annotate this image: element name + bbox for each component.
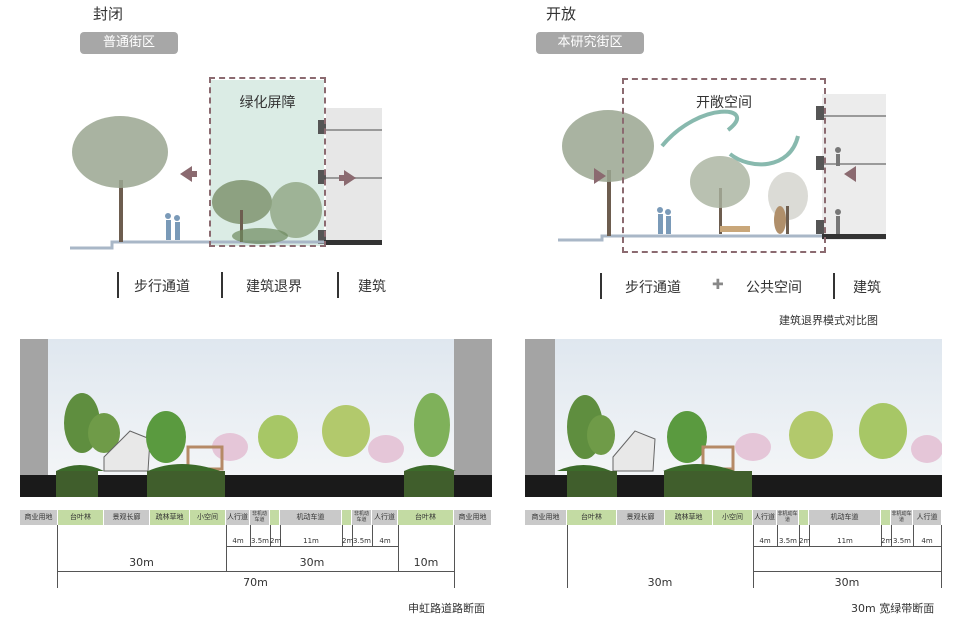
open-illustration bbox=[558, 94, 886, 242]
closed-illustration bbox=[70, 80, 382, 250]
right-arrow-icon bbox=[344, 170, 356, 186]
segment-setback: 建筑退界 bbox=[246, 279, 302, 295]
left-arrow-icon bbox=[844, 166, 856, 182]
study-block-chip: 本研究街区 bbox=[536, 32, 644, 54]
plus-icon: ✚ bbox=[712, 277, 724, 293]
comparison-caption: 建筑退界模式对比图 bbox=[779, 314, 878, 327]
segment-building: 建筑 bbox=[853, 280, 881, 296]
swoosh-lower bbox=[728, 135, 800, 167]
green-barrier-zone bbox=[209, 77, 326, 247]
dim-30m-a: 30m bbox=[129, 556, 154, 569]
ground-line bbox=[70, 240, 324, 250]
left-arrow-icon bbox=[180, 166, 192, 182]
closed-heading: 封闭 bbox=[93, 5, 124, 23]
open-space-label: 开敞空间 bbox=[696, 95, 752, 111]
dim-30m-a: 30m bbox=[647, 576, 673, 589]
right-zone-strip: 商业用地 台叶林 景观长廊 疏林草地 小空间 人行道 非机动车道 机动车道 非机… bbox=[525, 510, 942, 525]
left-zone-strip: 商业用地 台叶林 景观长廊 疏林草地 小空间 人行道 非机动车道 机动车道 非机… bbox=[20, 510, 492, 525]
normal-block-chip: 普通街区 bbox=[80, 32, 178, 54]
segment-building: 建筑 bbox=[358, 279, 386, 295]
dim-30m-b: 30m bbox=[299, 556, 325, 569]
swoosh-upper bbox=[660, 109, 739, 148]
building-block bbox=[326, 108, 382, 244]
dim-10m: 10m bbox=[413, 556, 439, 569]
left-section-caption: 申虹路道路断面 bbox=[408, 602, 485, 615]
left-section-scene bbox=[20, 339, 492, 475]
right-arrow-icon bbox=[594, 168, 606, 184]
dim-70m: 70m bbox=[243, 576, 268, 589]
street-tree bbox=[72, 116, 168, 188]
segment-public-space: 公共空间 bbox=[746, 280, 802, 296]
right-section-caption: 30m 宽绿带断面 bbox=[851, 602, 935, 615]
segment-walkway: 步行通道 bbox=[625, 280, 681, 296]
segment-walkway: 步行通道 bbox=[134, 279, 190, 295]
dim-30m-b: 30m bbox=[834, 576, 860, 589]
open-heading: 开放 bbox=[546, 5, 577, 23]
open-space-zone bbox=[622, 78, 826, 253]
green-barrier-label: 绿化屏障 bbox=[239, 95, 296, 111]
